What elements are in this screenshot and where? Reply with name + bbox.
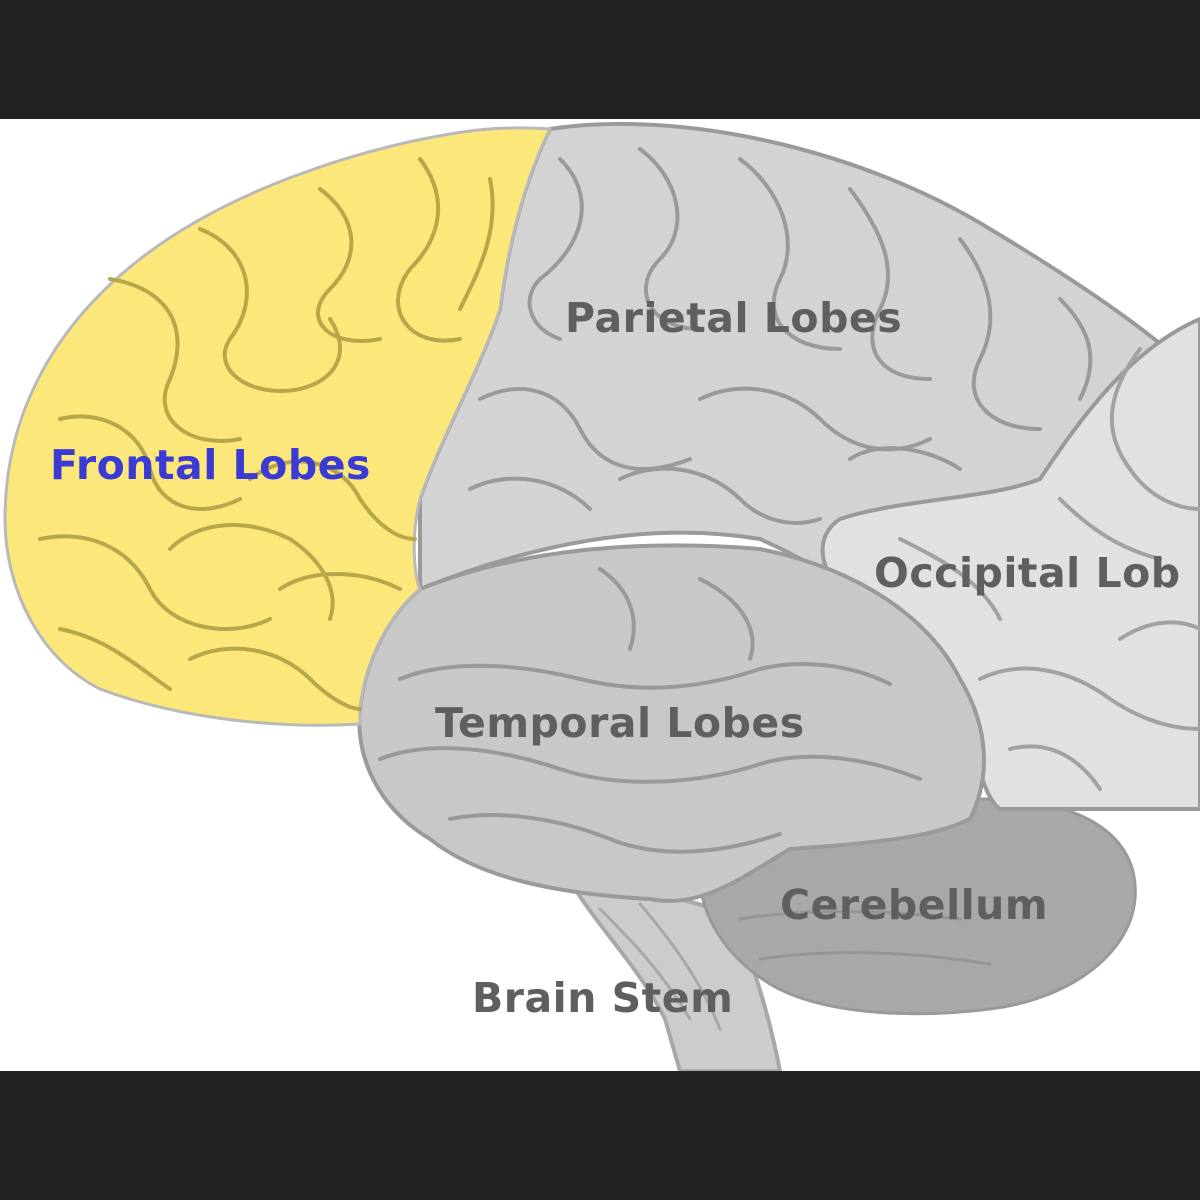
occipital-lobes-label: Occipital Lob: [874, 549, 1181, 597]
temporal-sulci: [378, 567, 922, 854]
temporal-region: [357, 543, 986, 903]
occipital-sulci: [898, 347, 1200, 791]
frontal-sulci: [38, 157, 495, 711]
brain-stem-lines: [598, 902, 722, 1031]
parietal-lobes-label: Parietal Lobes: [565, 294, 903, 342]
parietal-sulci: [468, 147, 1093, 525]
brain-diagram: Frontal Lobes Parietal Lobes Occipital L…: [0, 119, 1200, 1071]
bottom-letterbox-bar: [0, 1071, 1200, 1200]
frontal-lobes-label: Frontal Lobes: [50, 441, 371, 489]
top-letterbox-bar: [0, 0, 1200, 119]
brain-illustration: [3, 121, 1200, 1071]
brain-stem-label: Brain Stem: [472, 974, 734, 1022]
cerebellum-folia: [738, 910, 992, 966]
temporal-lobes-label: Temporal Lobes: [435, 699, 805, 747]
cerebellum-label: Cerebellum: [780, 881, 1049, 929]
